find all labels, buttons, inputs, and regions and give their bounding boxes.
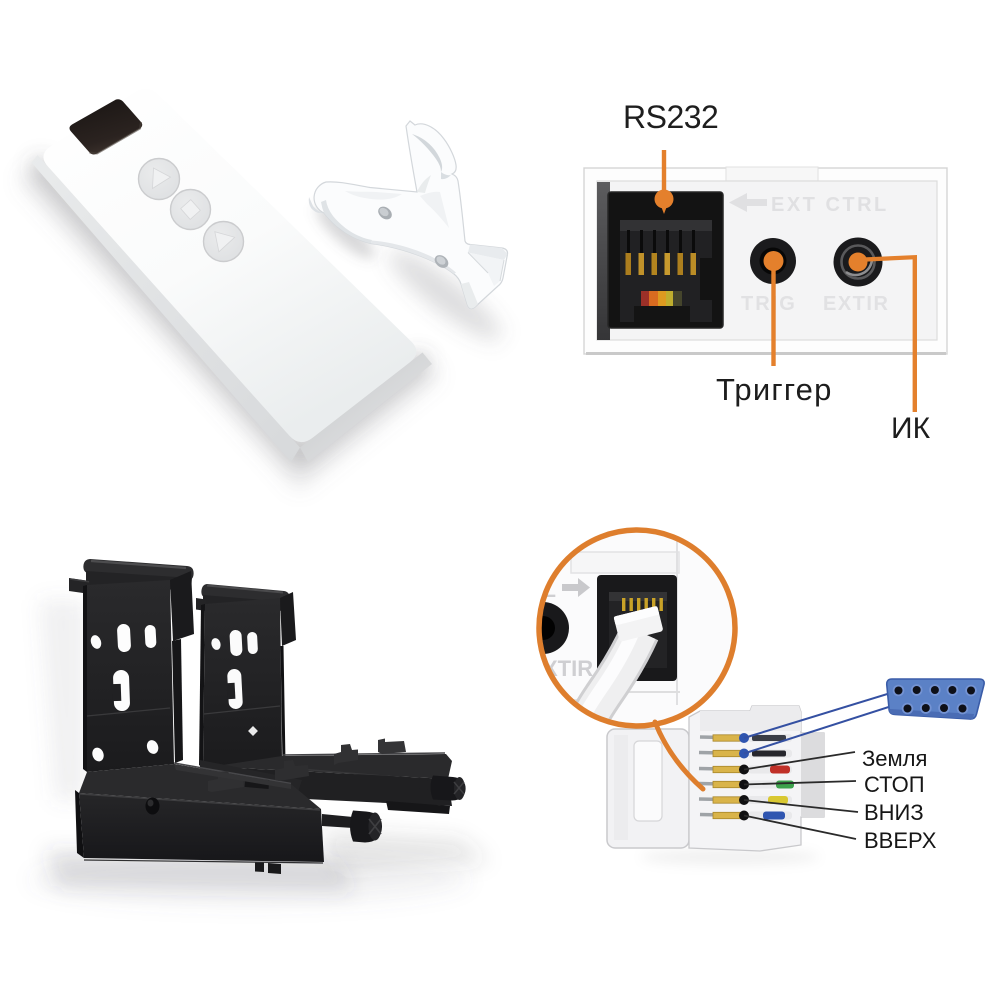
svg-text:СТОП: СТОП bbox=[864, 772, 925, 797]
svg-text:EXTIR: EXTIR bbox=[823, 293, 889, 315]
svg-text:RS232: RS232 bbox=[623, 99, 718, 135]
svg-text:Земля: Земля bbox=[862, 746, 927, 771]
svg-text:ИК: ИК bbox=[891, 412, 931, 445]
svg-text:ВВЕРХ: ВВЕРХ bbox=[864, 828, 937, 853]
svg-text:TRIG: TRIG bbox=[741, 293, 797, 315]
svg-text:ВНИЗ: ВНИЗ bbox=[864, 800, 924, 825]
svg-text:EXT CTRL: EXT CTRL bbox=[771, 194, 889, 216]
svg-text:Триггер: Триггер bbox=[716, 372, 833, 407]
